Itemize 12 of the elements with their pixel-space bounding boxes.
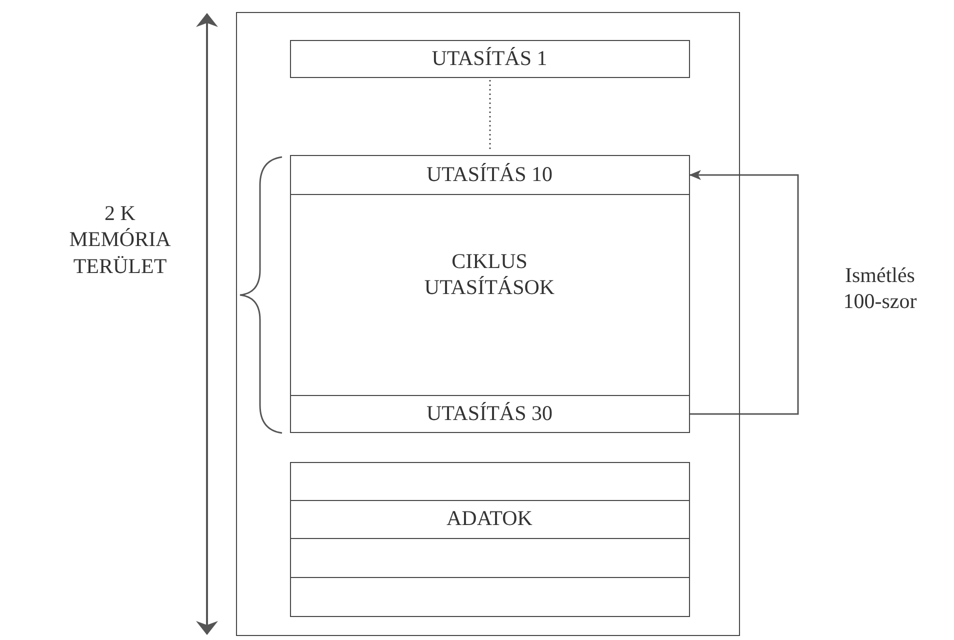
data-row: ADATOK: [290, 500, 690, 538]
memory-area-box: [236, 12, 740, 636]
memory-cell: [290, 538, 690, 578]
instruction-cell: UTASÍTÁS 10: [290, 154, 690, 194]
instruction-cell: UTASÍTÁS 1: [290, 40, 690, 78]
loop-arrow: [689, 170, 799, 415]
memory-cell: [290, 462, 690, 500]
side-label: 2 K MEMÓRIA TERÜLET: [68, 200, 172, 279]
loop-body-box: CIKLUS UTASÍTÁSOK: [290, 194, 690, 396]
memory-cell: [290, 576, 690, 616]
instruction-cell: UTASÍTÁS 30: [290, 394, 690, 432]
dotted-line: [489, 80, 491, 151]
